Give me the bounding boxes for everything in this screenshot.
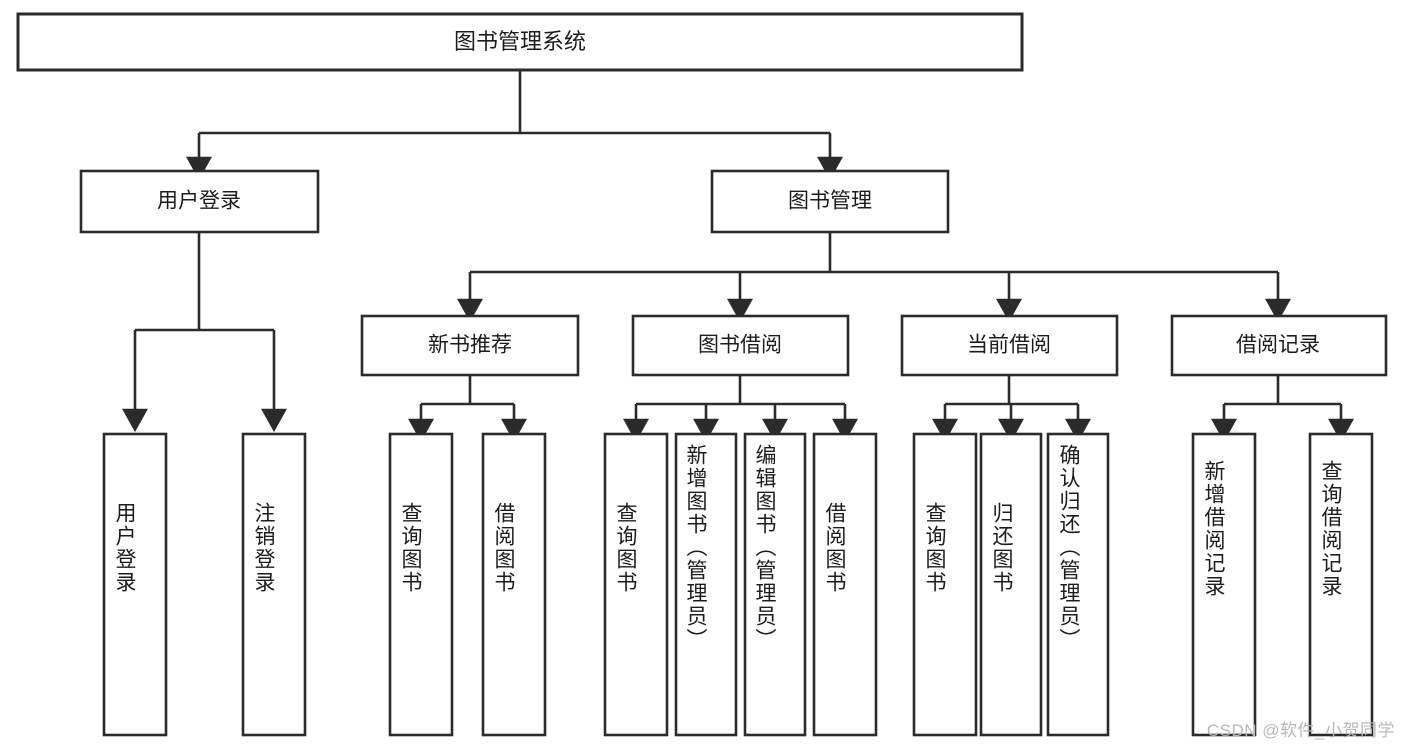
node-book-borrow-box[interactable] [631,314,850,377]
node-user-login[interactable]: 用户登录 [79,169,320,234]
leaf-box-add-record[interactable] [1191,432,1257,737]
node-current-borrow-label: 当前借阅 [967,334,1051,357]
leaf-box-edit-book[interactable] [743,432,807,737]
node-book-management-label: 图书管理 [788,190,872,213]
edge-group-book-borrow [623,375,858,443]
leaf-box-borrow-book-1[interactable] [481,432,547,737]
node-root-label: 图书管理系统 [454,29,586,54]
edge-group-book-management [457,232,1291,323]
node-book-management-box[interactable] [710,169,950,234]
edge-group-user-login [122,232,287,433]
node-book-management[interactable]: 图书管理 [710,169,950,234]
leaf-box-user-logout[interactable] [241,432,307,737]
leaf-box-query-book-2[interactable] [603,432,669,737]
node-current-borrow[interactable]: 当前借阅 [900,314,1119,377]
edge-group-current-borrow [932,375,1091,443]
node-root-box[interactable] [16,12,1024,72]
csdn-watermark: CSDN @软件_小贺同学 [1206,721,1395,740]
node-borrow-record-box[interactable] [1170,314,1388,377]
leaf-box-borrow-book-2[interactable] [812,432,878,737]
node-book-borrow-label: 图书借阅 [698,334,782,357]
leaf-box-confirm-return[interactable] [1046,432,1110,737]
node-root[interactable]: 图书管理系统 [16,12,1024,72]
leaf-box-query-record[interactable] [1308,432,1374,737]
node-current-borrow-box[interactable] [900,314,1119,377]
node-borrow-record-label: 借阅记录 [1236,334,1320,357]
node-book-borrow[interactable]: 图书借阅 [631,314,850,377]
edge-group-borrow-record [1211,375,1354,443]
leaf-box-user-login[interactable] [102,432,168,737]
node-user-login-label: 用户登录 [157,190,241,213]
leaf-box-add-book[interactable] [674,432,738,737]
edge-group-root [186,70,843,181]
node-new-book-recommend-box[interactable] [360,314,580,377]
leaf-box-query-book-3[interactable] [912,432,978,737]
leaf-box-return-book[interactable] [979,432,1043,737]
node-new-book-recommend-label: 新书推荐 [428,334,512,357]
node-user-login-box[interactable] [79,169,320,234]
node-borrow-record[interactable]: 借阅记录 [1170,314,1388,377]
leaf-boxes [102,432,1374,737]
edge-group-new-book [408,375,527,443]
leaf-box-query-book-1[interactable] [388,432,454,737]
node-new-book-recommend[interactable]: 新书推荐 [360,314,580,377]
